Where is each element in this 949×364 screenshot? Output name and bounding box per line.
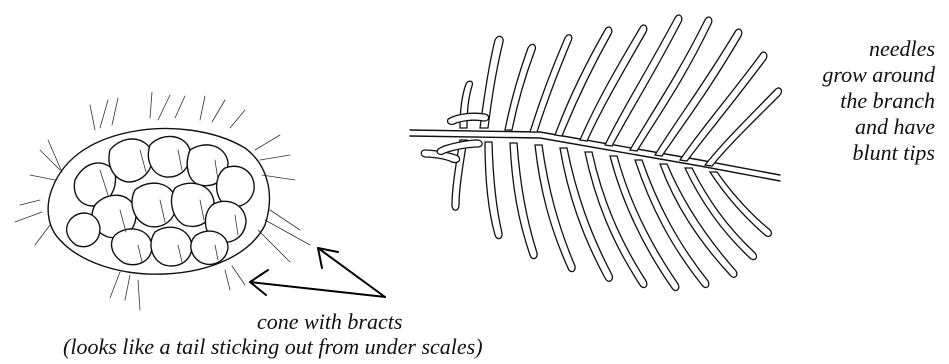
bract-arrow [250,248,385,297]
needles-label-line: grow around [822,62,935,88]
needles-label-line: blunt tips [822,140,935,166]
needles-label-line: needles [822,36,935,62]
base-needles [421,113,488,162]
branch-needles-drawing [410,15,781,290]
pine-cone-drawing [15,92,310,310]
upper-needles [460,15,781,166]
needles-label-line: and have [822,114,935,140]
cone-caption-title: cone with bracts [257,309,402,335]
lower-needles [452,140,771,291]
cone-caption-note: (looks like a tail sticking out from und… [63,334,483,360]
needles-label-line: the branch [822,88,935,114]
needles-label: needles grow around the branch and have … [822,36,935,166]
